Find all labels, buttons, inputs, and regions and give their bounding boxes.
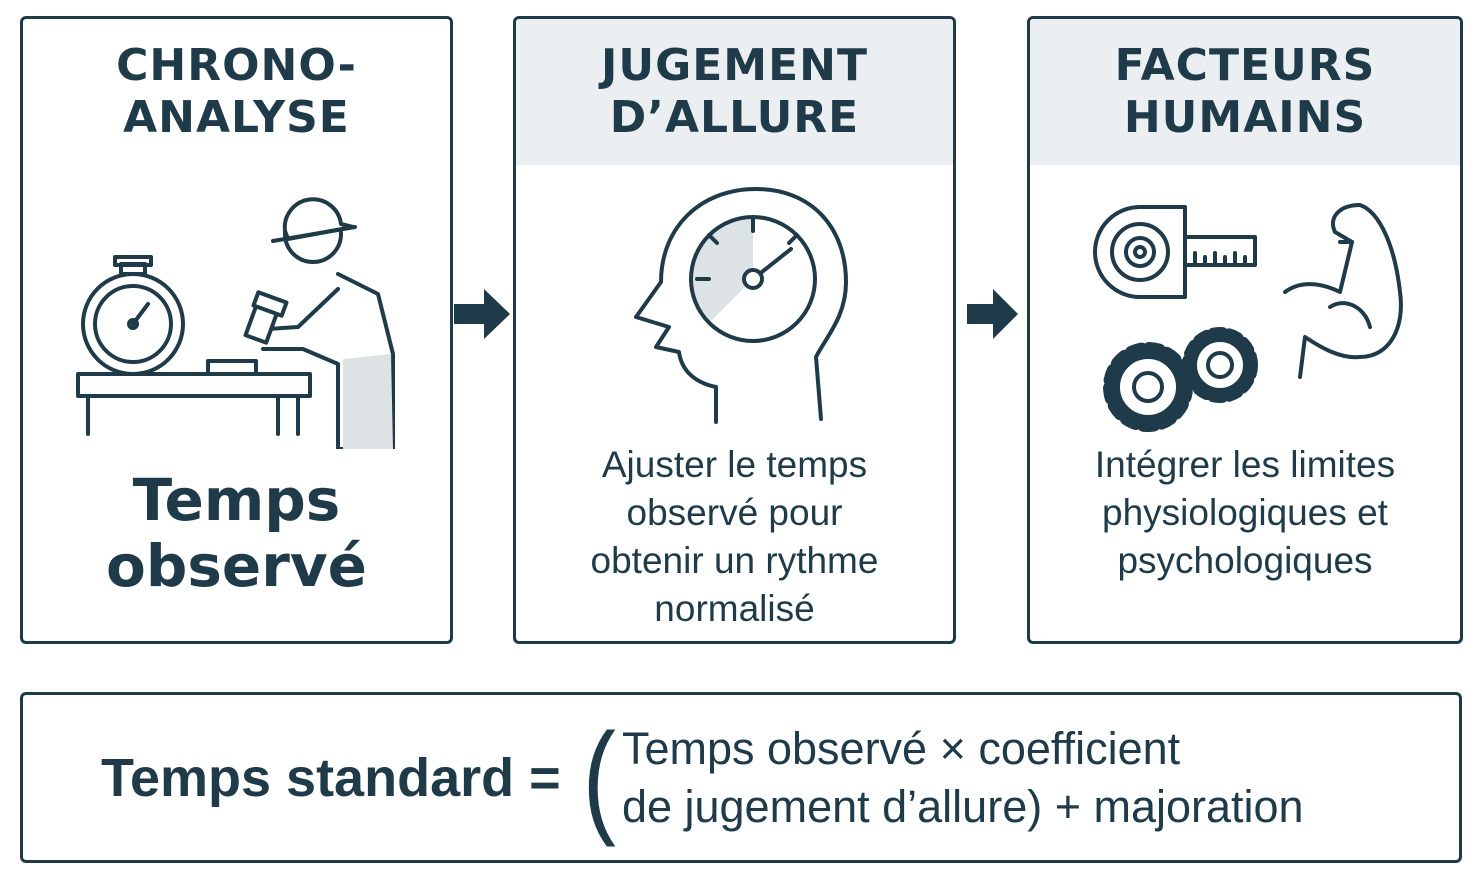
- formula-line: Temps observé × coefficient: [621, 722, 1181, 774]
- panel-title: FACTEURS HUMAINS: [1030, 19, 1460, 165]
- stopwatch-worker-icon: [76, 197, 395, 449]
- formula-rhs: Temps observé × coefficient de jugement …: [622, 720, 1304, 836]
- body-line: physiologiques et: [1102, 492, 1388, 533]
- title-line: JUGEMENT: [601, 40, 868, 91]
- body-line: Ajuster le temps: [601, 444, 868, 485]
- formula-paren: (: [582, 707, 616, 848]
- body-line: normalisé: [654, 588, 815, 629]
- title-line: D’ALLURE: [609, 92, 860, 143]
- panel-facteurs-humains: FACTEURS HUMAINS Intégrer les limites ph…: [1027, 16, 1463, 644]
- panel-chronoanalyse: CHRONO- ANALYSE Temps observé: [20, 16, 453, 644]
- panel-title: JUGEMENT D’ALLURE: [516, 19, 953, 165]
- standard-time-formula: Temps standard = ( Temps observé × coeff…: [20, 692, 1462, 863]
- title-line: FACTEURS: [1114, 40, 1376, 91]
- arrow-right-icon: [454, 289, 510, 339]
- observed-time-label: Temps observé: [23, 467, 450, 599]
- head-gauge-icon: [634, 187, 848, 424]
- formula-line: de jugement d’allure) + majoration: [621, 780, 1304, 832]
- label-line: Temps: [132, 466, 341, 534]
- title-line: HUMAINS: [1123, 92, 1367, 143]
- title-line: CHRONO-: [116, 40, 357, 91]
- panel-description: Intégrer les limites physiologiques et p…: [1030, 441, 1460, 585]
- panel-jugement-allure: JUGEMENT D’ALLURE Ajuster le temps obser…: [513, 16, 956, 644]
- title-line: ANALYSE: [123, 92, 350, 143]
- formula-lhs: Temps standard =: [101, 747, 561, 808]
- body-line: obtenir un rythme: [590, 540, 879, 581]
- body-line: observé pour: [626, 492, 843, 533]
- body-line: Intégrer les limites: [1094, 444, 1396, 485]
- panel-title: CHRONO- ANALYSE: [23, 19, 450, 165]
- label-line: observé: [106, 532, 367, 600]
- arrow-right-icon: [967, 289, 1018, 339]
- body-line: psychologiques: [1117, 540, 1373, 581]
- panel-description: Ajuster le temps observé pour obtenir un…: [516, 441, 953, 633]
- tape-gears-muscle-icon: [1093, 203, 1403, 432]
